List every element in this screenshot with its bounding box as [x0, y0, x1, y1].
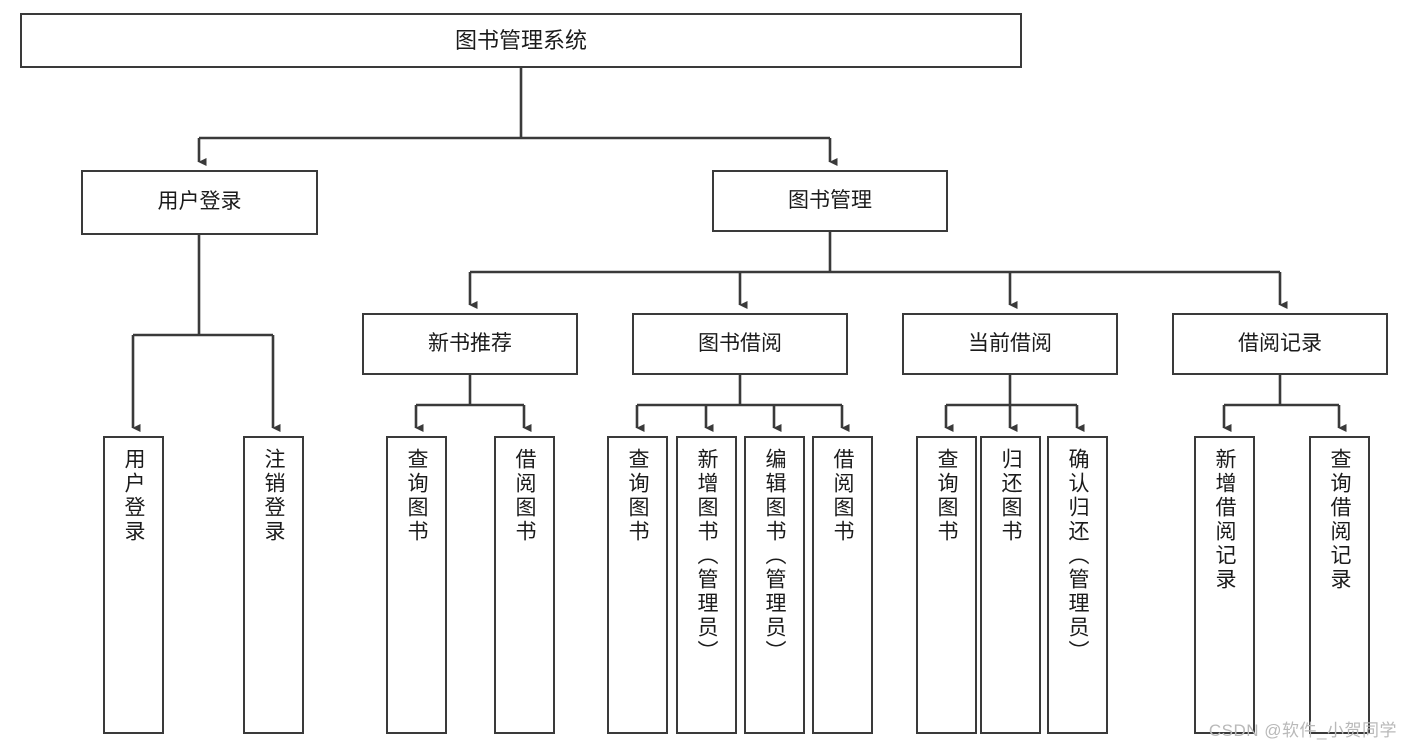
leaf-borrow-borrow-book-label: 借阅图书 [831, 448, 854, 544]
leaf-recommend-query-book-label: 查询图书 [405, 448, 428, 544]
node-book-borrow-label: 图书借阅 [698, 331, 782, 355]
leaf-borrow-query-book[interactable]: 查询图书 [607, 436, 668, 734]
leaf-user-login-login[interactable]: 用户登录 [103, 436, 164, 734]
leaf-current-query-book-label: 查询图书 [935, 448, 958, 544]
leaf-borrow-edit-book-admin[interactable]: 编辑图书（管理员） [744, 436, 805, 734]
leaf-record-query-record-label: 查询借阅记录 [1328, 448, 1351, 592]
node-root[interactable]: 图书管理系统 [20, 13, 1022, 68]
node-borrow-record[interactable]: 借阅记录 [1172, 313, 1388, 375]
node-new-book-recommend-label: 新书推荐 [428, 331, 512, 355]
node-new-book-recommend[interactable]: 新书推荐 [362, 313, 578, 375]
node-borrow-record-label: 借阅记录 [1238, 331, 1322, 355]
node-current-borrow-label: 当前借阅 [968, 331, 1052, 355]
leaf-record-add-record-label: 新增借阅记录 [1213, 448, 1236, 592]
leaf-borrow-borrow-book[interactable]: 借阅图书 [812, 436, 873, 734]
node-book-borrow[interactable]: 图书借阅 [632, 313, 848, 375]
node-book-management-label: 图书管理 [788, 188, 872, 212]
leaf-user-login-login-label: 用户登录 [122, 448, 145, 544]
leaf-record-add-record[interactable]: 新增借阅记录 [1194, 436, 1255, 734]
leaf-user-login-logout[interactable]: 注销登录 [243, 436, 304, 734]
node-root-label: 图书管理系统 [454, 27, 587, 53]
leaf-recommend-borrow-book[interactable]: 借阅图书 [494, 436, 555, 734]
node-user-login-label: 用户登录 [157, 190, 242, 214]
watermark-text: CSDN @软件_小贺同学 [1208, 721, 1397, 740]
leaf-current-confirm-return-admin-label: 确认归还（管理员） [1066, 448, 1089, 664]
leaf-borrow-query-book-label: 查询图书 [626, 448, 649, 544]
leaf-current-confirm-return-admin[interactable]: 确认归还（管理员） [1047, 436, 1108, 734]
leaf-recommend-query-book[interactable]: 查询图书 [386, 436, 447, 734]
leaf-recommend-borrow-book-label: 借阅图书 [513, 448, 536, 544]
leaf-current-return-book-label: 归还图书 [999, 448, 1022, 544]
leaf-borrow-add-book-admin-label: 新增图书（管理员） [695, 448, 718, 664]
node-book-management[interactable]: 图书管理 [712, 170, 948, 232]
leaf-record-query-record[interactable]: 查询借阅记录 [1309, 436, 1370, 734]
node-user-login[interactable]: 用户登录 [81, 170, 318, 235]
leaf-current-return-book[interactable]: 归还图书 [980, 436, 1041, 734]
leaf-borrow-add-book-admin[interactable]: 新增图书（管理员） [676, 436, 737, 734]
leaf-borrow-edit-book-admin-label: 编辑图书（管理员） [763, 448, 786, 664]
node-current-borrow[interactable]: 当前借阅 [902, 313, 1118, 375]
leaf-user-login-logout-label: 注销登录 [262, 448, 285, 544]
leaf-current-query-book[interactable]: 查询图书 [916, 436, 977, 734]
